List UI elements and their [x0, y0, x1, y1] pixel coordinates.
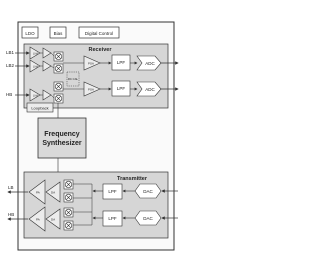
- svg-text:LPF: LPF: [108, 216, 117, 221]
- rx-lpf-i: LPF: [111, 54, 131, 71]
- lna-hb: LNA: [29, 88, 41, 102]
- pa-lb: PA: [28, 179, 46, 205]
- bias-block: Bias: [49, 26, 67, 39]
- svg-text:PA: PA: [36, 191, 40, 195]
- svg-text:DA: DA: [51, 191, 55, 195]
- rx-mixer-q: [53, 81, 64, 92]
- svg-text:LNA: LNA: [33, 65, 38, 69]
- svg-text:LPF: LPF: [117, 86, 126, 91]
- receiver-title: Receiver: [89, 47, 113, 53]
- transmitter-panel: Transmitter LB HB PA PA DA DA: [7, 171, 178, 239]
- rc-cal-block: RC CAL: [66, 71, 80, 87]
- dac-i: DAC: [134, 183, 162, 199]
- svg-text:ADC: ADC: [145, 61, 155, 66]
- tx-mixer-1: [63, 179, 74, 190]
- rx-mixer-i: [53, 51, 64, 62]
- da-lb: DA: [45, 181, 61, 203]
- transceiver-block-diagram: LDO Bias Digital Control Receiver LB1 LB…: [6, 21, 179, 251]
- svg-text:PGA: PGA: [88, 88, 94, 92]
- tx-mixer-2: [63, 192, 74, 203]
- synth-title-line1: Frequency: [44, 131, 80, 138]
- bias-label: Bias: [54, 31, 64, 36]
- lna-lb2: LNA: [29, 59, 41, 73]
- loopback-label: Loopback: [31, 106, 48, 111]
- adc-i: ADC: [136, 55, 162, 71]
- synth-title-line2: Synthesizer: [42, 140, 82, 147]
- da-hb: DA: [45, 208, 61, 230]
- pa-hb: PA: [28, 206, 46, 232]
- rx-mixer-q2: [53, 93, 64, 104]
- svg-text:LPF: LPF: [108, 189, 117, 194]
- receiver-panel: Receiver LB1 LB2 HB LNA LNA LNA: [6, 43, 179, 109]
- output-hb-label: HB: [8, 212, 14, 217]
- svg-text:LPF: LPF: [117, 60, 126, 65]
- svg-text:ADC: ADC: [145, 87, 155, 92]
- ldo-label: LDO: [25, 31, 35, 36]
- tx-lpf-q: LPF: [102, 210, 123, 227]
- loopback-block: Loopback: [26, 102, 54, 113]
- svg-text:DAC: DAC: [143, 216, 153, 221]
- lna-lb1: LNA: [29, 46, 41, 60]
- ldo-block: LDO: [21, 26, 39, 39]
- frequency-synthesizer-block: Frequency Synthesizer: [37, 117, 87, 159]
- svg-text:LNA: LNA: [33, 94, 38, 98]
- rx-mixer-i2: [53, 63, 64, 74]
- input-lb2-label: LB2: [6, 63, 15, 68]
- tx-mixer-4: [63, 220, 74, 231]
- svg-text:DA: DA: [51, 218, 55, 222]
- svg-text:PGA: PGA: [88, 62, 94, 66]
- dac-q: DAC: [134, 210, 162, 226]
- digital-control-label: Digital Control: [85, 31, 113, 36]
- digital-control-block: Digital Control: [78, 26, 120, 39]
- output-lb-label: LB: [8, 185, 14, 190]
- rx-lpf-q: LPF: [111, 80, 131, 97]
- svg-text:RC CAL: RC CAL: [68, 77, 79, 81]
- adc-q: ADC: [136, 81, 162, 97]
- svg-text:LNA: LNA: [33, 52, 38, 56]
- input-hb-label: HB: [6, 92, 12, 97]
- tx-mixer-3: [63, 207, 74, 218]
- svg-text:DAC: DAC: [143, 189, 153, 194]
- input-lb1-label: LB1: [6, 50, 15, 55]
- svg-text:PA: PA: [36, 218, 40, 222]
- transmitter-title: Transmitter: [117, 176, 148, 182]
- tx-lpf-i: LPF: [102, 183, 123, 200]
